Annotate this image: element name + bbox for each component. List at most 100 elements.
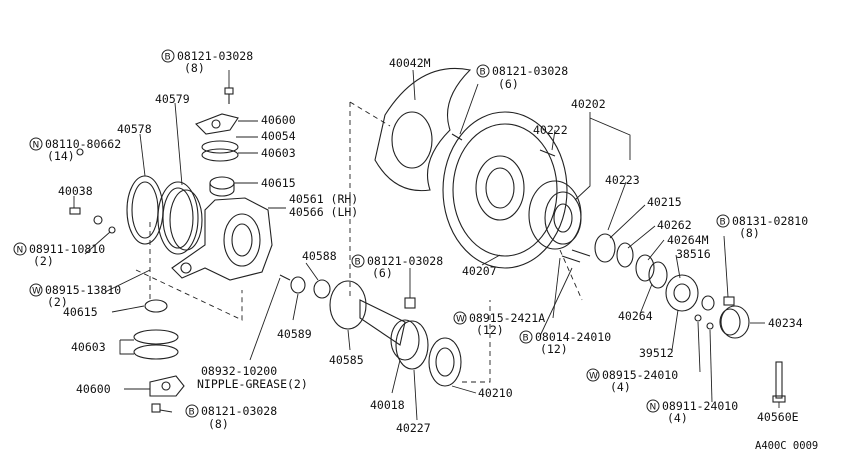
bearing-inner: [390, 319, 420, 361]
part-number-label: 08915-24010: [602, 368, 678, 382]
part-qty-label: (12): [476, 323, 504, 337]
svg-text:B: B: [480, 68, 486, 78]
part-number-label: 40603: [261, 146, 296, 160]
part-number-label: 08121-03028: [367, 254, 443, 268]
part-number-label: 40202: [571, 97, 606, 111]
shim-upper: [201, 140, 239, 162]
bolt-icon: [694, 314, 702, 322]
part-number-label: 40585: [329, 353, 364, 367]
bolt-icon: [76, 148, 84, 156]
part-number-label: 40207: [462, 264, 497, 278]
part-number-label: 40223: [605, 173, 640, 187]
stud-icon: [561, 255, 581, 263]
ball-joint-upper: [195, 113, 239, 135]
svg-text:B: B: [189, 408, 195, 418]
bearing-right: [594, 233, 616, 263]
part-qty-label: (6): [372, 266, 393, 280]
svg-text:B: B: [165, 53, 171, 63]
part-number-label: 08911-10810: [29, 242, 105, 256]
part-number-label: NIPPLE-GREASE(2): [197, 377, 308, 391]
spacer-icon: [313, 279, 331, 299]
part-number-label: 08915-2421A: [469, 311, 545, 325]
part-qty-label: (2): [33, 254, 54, 268]
part-number-label: 40215: [647, 195, 682, 209]
leader-lines: [73, 69, 780, 421]
svg-text:W: W: [456, 315, 465, 325]
part-number-label: 40600: [261, 113, 296, 127]
snap-ring: [648, 261, 668, 289]
washer-icon: [635, 254, 655, 282]
svg-text:B: B: [523, 334, 529, 344]
part-number-label: 38516: [676, 247, 711, 261]
part-number-label: 40227: [396, 421, 431, 435]
part-number-label: 40615: [261, 176, 296, 190]
part-number-label: 40615: [63, 305, 98, 319]
shim-lower: [133, 329, 179, 360]
part-qty-label: (2): [47, 295, 68, 309]
symbol-markers: B N N W B B B W B B W N: [13, 49, 730, 418]
dust-cover: [374, 67, 472, 192]
wheel-stud: [772, 361, 786, 403]
bushing-lower: [144, 299, 168, 313]
part-number-label: 40210: [478, 386, 513, 400]
part-number-label: 40589: [277, 327, 312, 341]
knuckle-body: [171, 197, 273, 281]
stud-icon: [571, 249, 591, 257]
part-qty-label: (12): [540, 342, 568, 356]
part-qty-label: (8): [739, 226, 760, 240]
bolt-icon: [151, 403, 161, 413]
part-number-label: 40578: [117, 122, 152, 136]
part-number-label: 40566 (LH): [289, 205, 358, 219]
bolt-icon: [404, 297, 416, 309]
part-drawings: [69, 67, 786, 413]
bearing-outer: [428, 337, 462, 387]
hub-cap: [719, 305, 750, 339]
nipple-icon: [279, 274, 291, 281]
diagram-code: A400C 0009: [755, 440, 818, 452]
part-number-label: 40588: [302, 249, 337, 263]
part-qty-label: (8): [208, 417, 229, 431]
assembly-line: [135, 269, 243, 321]
part-number-label: 08110-80662: [45, 137, 121, 151]
svg-text:W: W: [589, 372, 598, 382]
part-number-label: 08932-10200: [201, 364, 277, 378]
part-number-label: 40262: [657, 218, 692, 232]
part-number-label: 08121-03028: [201, 404, 277, 418]
svg-text:B: B: [355, 258, 361, 268]
part-number-label: 08131-02810: [732, 214, 808, 228]
bearing-outer-inner: [435, 347, 455, 377]
bolt-icon: [723, 296, 735, 306]
part-number-label: 08121-03028: [177, 49, 253, 63]
washer-icon: [93, 215, 103, 225]
part-number-label: 39512: [639, 346, 674, 360]
part-number-label: 08915-13810: [45, 283, 121, 297]
nut-icon: [706, 322, 714, 330]
part-labels: 08121-03028 (8) 40579 40578 08110-80662 …: [29, 49, 818, 452]
part-number-label: 40042M: [389, 56, 431, 70]
lock-washer: [616, 242, 634, 268]
part-number-label: 40603: [71, 340, 106, 354]
ball-joint-lower: [149, 375, 185, 397]
part-number-label: 40560E: [757, 410, 799, 424]
nut-icon: [108, 226, 116, 234]
part-number-label: 40038: [58, 184, 93, 198]
disc-rotor: [442, 111, 568, 269]
wheel-hub: [528, 180, 582, 250]
seal-rings: [126, 175, 203, 255]
bearing-race: [395, 320, 429, 370]
part-number-label: 40018: [370, 398, 405, 412]
part-qty-label: (14): [47, 149, 75, 163]
part-number-label: 40234: [768, 316, 803, 330]
bolt-icon: [224, 87, 234, 104]
assembly-line: [559, 249, 583, 301]
part-number-label: 08014-24010: [535, 330, 611, 344]
washer-icon: [701, 295, 715, 311]
assembly-line: [462, 300, 491, 383]
spindle: [329, 280, 406, 346]
part-qty-label: (4): [610, 380, 631, 394]
bolt-icon: [451, 133, 463, 141]
part-number-label: 40222: [533, 123, 568, 137]
svg-text:N: N: [17, 246, 24, 256]
